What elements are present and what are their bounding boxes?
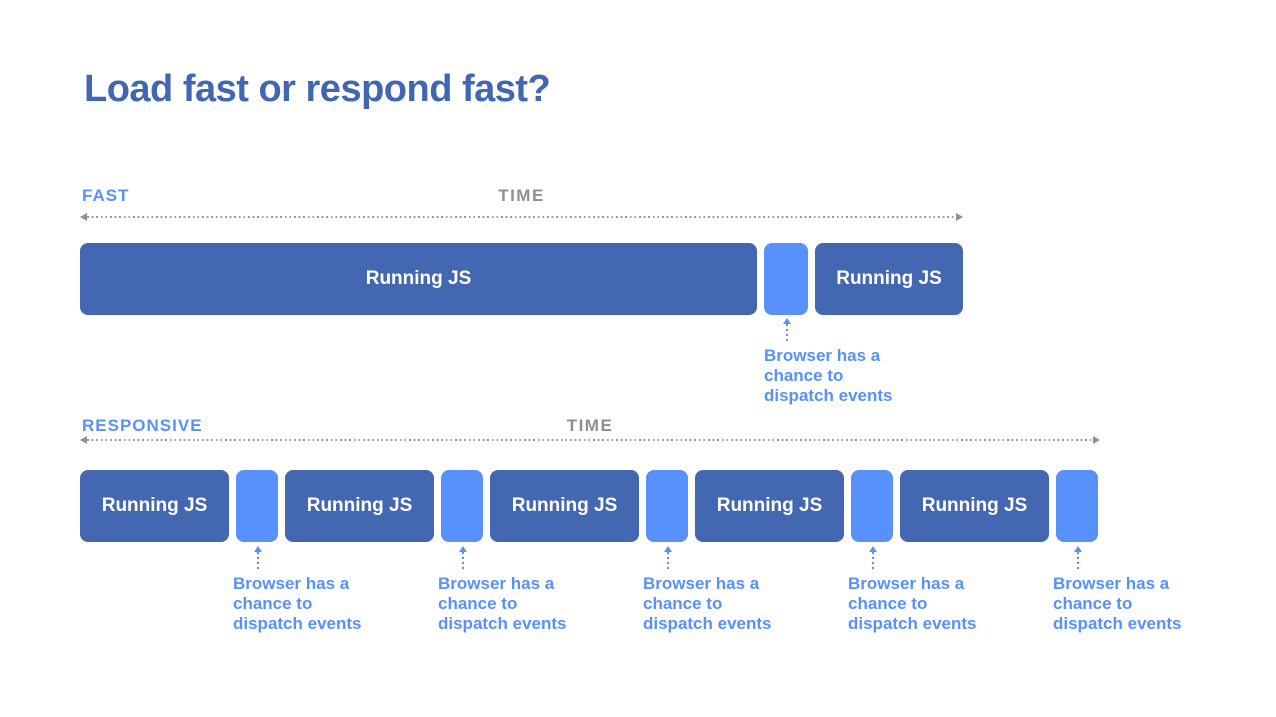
fast-timeline-label: FAST [82,186,130,205]
up-arrow-icon [868,546,877,570]
running-js-block: Running JS [815,243,963,315]
running-js-label: Running JS [511,495,618,516]
page-title: Load fast or respond fast? [84,68,551,110]
annotation-text: Browser has a chance to dispatch events [764,346,893,405]
dispatch-events-annotation: Browser has a chance to dispatch events [764,318,893,406]
annotation-text: Browser has a chance to dispatch events [438,574,567,633]
idle-gap-block [646,470,688,542]
idle-gap-block [441,470,483,542]
running-js-label: Running JS [836,268,942,289]
axis-right-arrow-icon [956,213,963,221]
responsive-time-axis-label: TIME [566,416,614,435]
axis-dotted-line [87,216,956,218]
dispatch-events-annotation: Browser has a chance to dispatch events [848,546,977,634]
running-js-block: Running JS [285,470,434,542]
running-js-label: Running JS [921,495,1028,516]
dispatch-events-annotation: Browser has a chance to dispatch events [233,546,362,634]
running-js-label: Running JS [716,495,823,516]
annotation-text: Browser has a chance to dispatch events [233,574,362,633]
idle-gap-block [236,470,278,542]
axis-dotted-line [87,439,1093,441]
annotation-text: Browser has a chance to dispatch events [1053,574,1182,633]
dispatch-events-annotation: Browser has a chance to dispatch events [1053,546,1182,634]
axis-left-arrow-icon [80,436,87,444]
up-arrow-icon [1073,546,1082,570]
running-js-label: Running JS [101,495,208,516]
fast-bars-row: Running JS Running JS [80,243,963,315]
running-js-block: Running JS [695,470,844,542]
running-js-label: Running JS [365,268,472,289]
running-js-block: Running JS [900,470,1049,542]
fast-time-axis [80,213,963,221]
up-arrow-icon [253,546,262,570]
up-arrow-icon [458,546,467,570]
fast-time-axis-label: TIME [498,186,545,205]
responsive-timeline-label: RESPONSIVE [82,416,203,435]
axis-right-arrow-icon [1093,436,1100,444]
up-arrow-icon [663,546,672,570]
responsive-time-axis [80,436,1100,444]
annotation-text: Browser has a chance to dispatch events [643,574,772,633]
dispatch-events-annotation: Browser has a chance to dispatch events [438,546,567,634]
annotation-text: Browser has a chance to dispatch events [848,574,977,633]
idle-gap-block [764,243,808,315]
running-js-block: Running JS [80,470,229,542]
idle-gap-block [1056,470,1098,542]
dispatch-events-annotation: Browser has a chance to dispatch events [643,546,772,634]
running-js-block: Running JS [490,470,639,542]
running-js-block: Running JS [80,243,757,315]
axis-left-arrow-icon [80,213,87,221]
up-arrow-icon [782,318,791,342]
responsive-bars-row: Running JS Running JS Running JS Running… [80,470,1098,542]
running-js-label: Running JS [306,495,413,516]
idle-gap-block [851,470,893,542]
